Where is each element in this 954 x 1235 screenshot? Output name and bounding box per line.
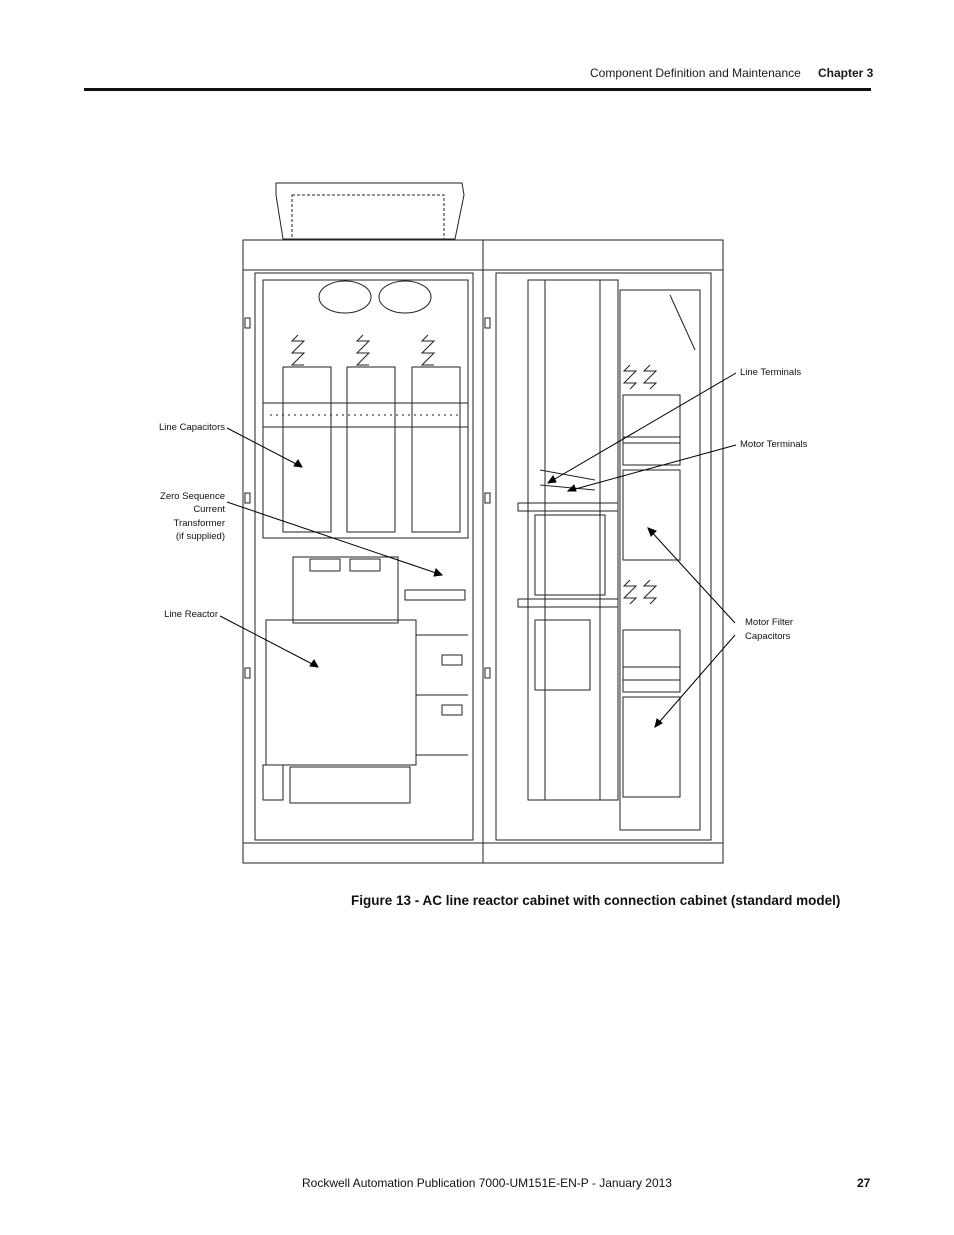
header-chapter: Chapter 3 (818, 66, 874, 80)
footer-publication: Rockwell Automation Publication 7000-UM1… (302, 1176, 672, 1190)
callout-motor-terminals: Motor Terminals (740, 439, 808, 450)
door-hinges (244, 317, 491, 679)
callout-zst-line-3: Transformer (173, 518, 225, 529)
callout-zst-line-2: Current (193, 504, 225, 515)
right-cabinet (482, 239, 724, 864)
callout-leaders (219, 372, 737, 729)
callout-line-capacitors: Line Capacitors (158, 422, 225, 433)
left-cabinet (242, 239, 484, 864)
motor-filter-capacitors-assembly (619, 289, 701, 831)
cabinet-drawing: Line Capacitors Zero Sequence Current Tr… (150, 175, 830, 875)
figure-caption: Figure 13 - AC line reactor cabinet with… (351, 893, 841, 908)
callout-line-terminals: Line Terminals (740, 367, 802, 378)
callout-mfc-line-2: Capacitors (745, 631, 791, 642)
callout-zst-line-4: (if supplied) (175, 531, 225, 542)
header-rule (84, 88, 871, 91)
callout-line-reactor: Line Reactor (164, 609, 218, 620)
callout-zst-line-1: Zero Sequence (160, 491, 225, 502)
header-section-title: Component Definition and Maintenance (590, 66, 801, 80)
line-capacitor-assembly (262, 279, 469, 539)
line-reactor-body (262, 619, 468, 804)
zst-assembly (292, 556, 466, 624)
connection-section (517, 279, 619, 801)
footer-page-number: 27 (857, 1176, 871, 1190)
top-hood (275, 182, 465, 240)
callout-mfc-line-1: Motor Filter (745, 617, 794, 628)
